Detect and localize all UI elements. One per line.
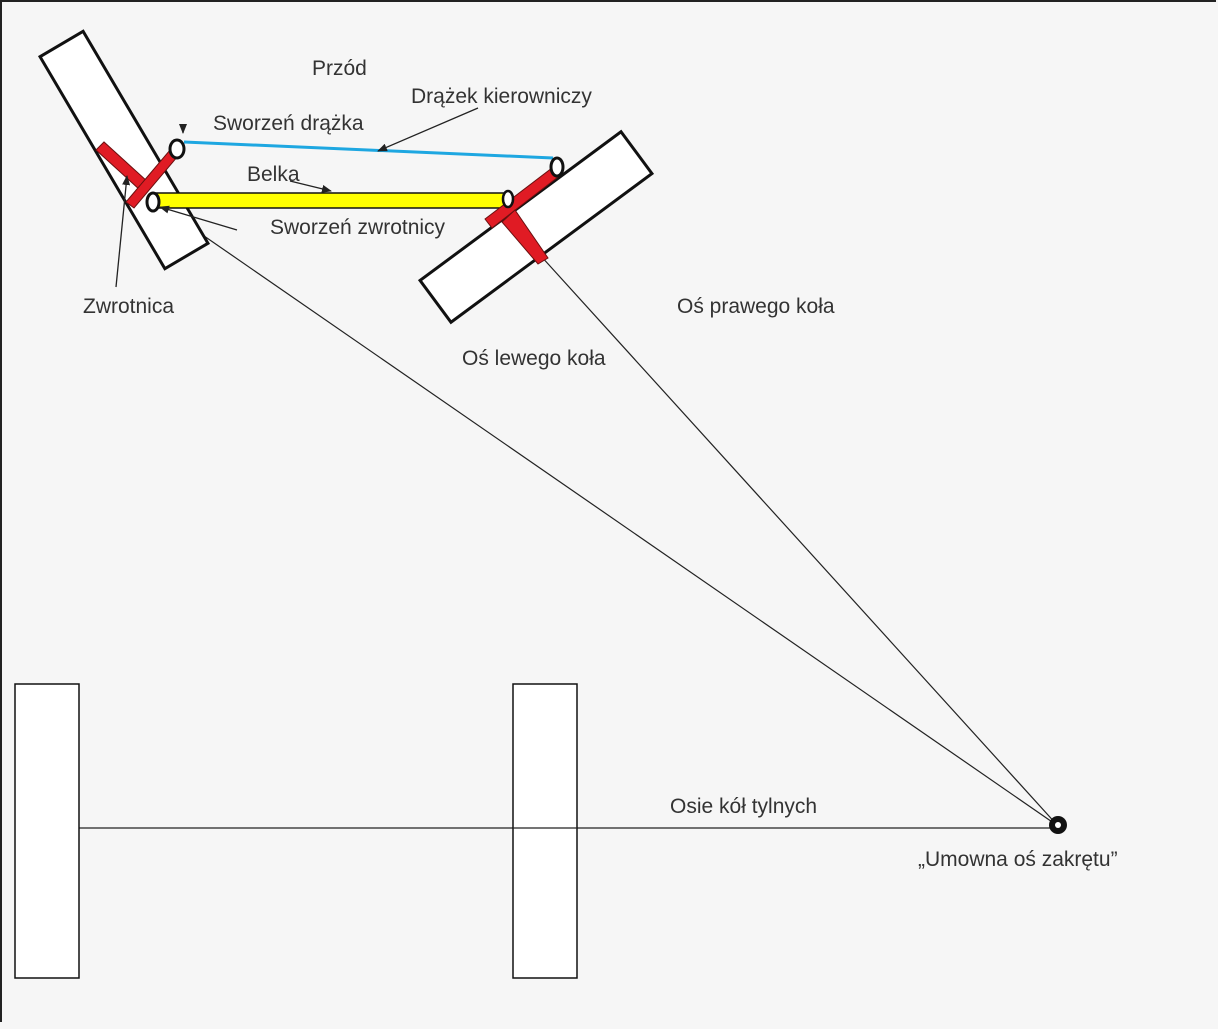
- label-left-wheel-axis: Oś lewego koła: [462, 347, 606, 370]
- right-wheel-axis-line: [539, 254, 1059, 827]
- tie-rod: [183, 140, 554, 160]
- label-rear-axles: Osie kół tylnych: [670, 795, 817, 818]
- label-right-wheel-axis: Oś prawego koła: [677, 295, 835, 318]
- label-knuckle-pin: Sworzeń zwrotnicy: [270, 216, 446, 239]
- right-knuckle-pin: [501, 189, 515, 209]
- label-tie-rod-pin: Sworzeń drążka: [213, 112, 364, 135]
- knuckle-arrow: [115, 175, 131, 288]
- label-beam: Belka: [247, 163, 300, 186]
- rear-right-wheel: [512, 683, 578, 979]
- tie-rod-arrow: [377, 107, 479, 152]
- label-knuckle: Zwrotnica: [83, 295, 174, 318]
- beam: [154, 192, 509, 209]
- left-tie-rod-pin: [168, 138, 186, 160]
- knuckle-pin-arrow: [159, 205, 238, 231]
- turn-center-dot: [1055, 822, 1061, 828]
- label-tie-rod: Drążek kierowniczy: [411, 85, 592, 108]
- beam-arrow: [289, 180, 332, 193]
- left-wheel-axis-line: [151, 199, 1059, 827]
- rear-left-wheel: [14, 683, 80, 979]
- label-turn-center: „Umowna oś zakrętu”: [918, 848, 1118, 871]
- label-front: Przód: [312, 57, 367, 80]
- left-knuckle-pin: [145, 191, 161, 213]
- front-right-wheel: [417, 129, 655, 325]
- right-tie-rod-pin: [549, 156, 565, 178]
